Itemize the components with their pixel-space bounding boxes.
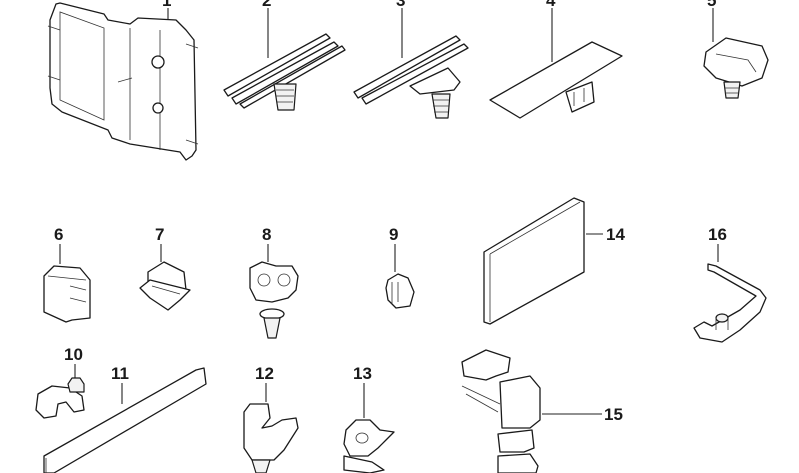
bracket-body: [49, 2, 197, 161]
part-9[interactable]: 9: [385, 225, 415, 309]
bracket-shape: [693, 263, 767, 343]
part-3[interactable]: 3: [353, 0, 469, 119]
clip-foot: [409, 67, 461, 95]
part-16[interactable]: 16: [693, 225, 767, 343]
part-label-5: 5: [707, 0, 716, 10]
part-4[interactable]: 4: [489, 0, 623, 119]
part-13[interactable]: 13: [343, 364, 395, 473]
part-label-10: 10: [64, 345, 83, 364]
foam-pad-shape: [483, 197, 585, 325]
part-label-8: 8: [262, 225, 271, 244]
part-label-14: 14: [606, 225, 625, 244]
part-label-2: 2: [262, 0, 271, 10]
part-11[interactable]: 11: [43, 364, 207, 473]
part-6[interactable]: 6: [43, 225, 91, 323]
part-10[interactable]: 10: [35, 345, 85, 419]
part-2[interactable]: 2: [223, 0, 346, 111]
part-5[interactable]: 5: [703, 0, 769, 99]
part-label-12: 12: [255, 364, 274, 383]
part-label-4: 4: [546, 0, 556, 10]
clip-body: [703, 37, 769, 87]
channel-strip: [43, 367, 207, 473]
part-label-13: 13: [353, 364, 372, 383]
part-label-11: 11: [111, 364, 129, 383]
part-label-15: 15: [604, 405, 623, 424]
strap: [489, 41, 623, 119]
part-label-9: 9: [389, 225, 398, 244]
strap-clip: [565, 81, 595, 113]
part-15[interactable]: 15: [461, 349, 623, 473]
part-label-7: 7: [155, 225, 164, 244]
fir-tree-stud: [273, 83, 297, 111]
part-label-1: 1: [162, 0, 171, 10]
part-label-3: 3: [396, 0, 405, 10]
part-label-16: 16: [708, 225, 727, 244]
part-1[interactable]: 1: [47, 0, 199, 161]
part-label-6: 6: [54, 225, 63, 244]
part-12[interactable]: 12: [243, 364, 299, 473]
part-8[interactable]: 8: [249, 225, 299, 339]
part-14[interactable]: 14: [483, 197, 625, 325]
part-7[interactable]: 7: [139, 225, 191, 311]
